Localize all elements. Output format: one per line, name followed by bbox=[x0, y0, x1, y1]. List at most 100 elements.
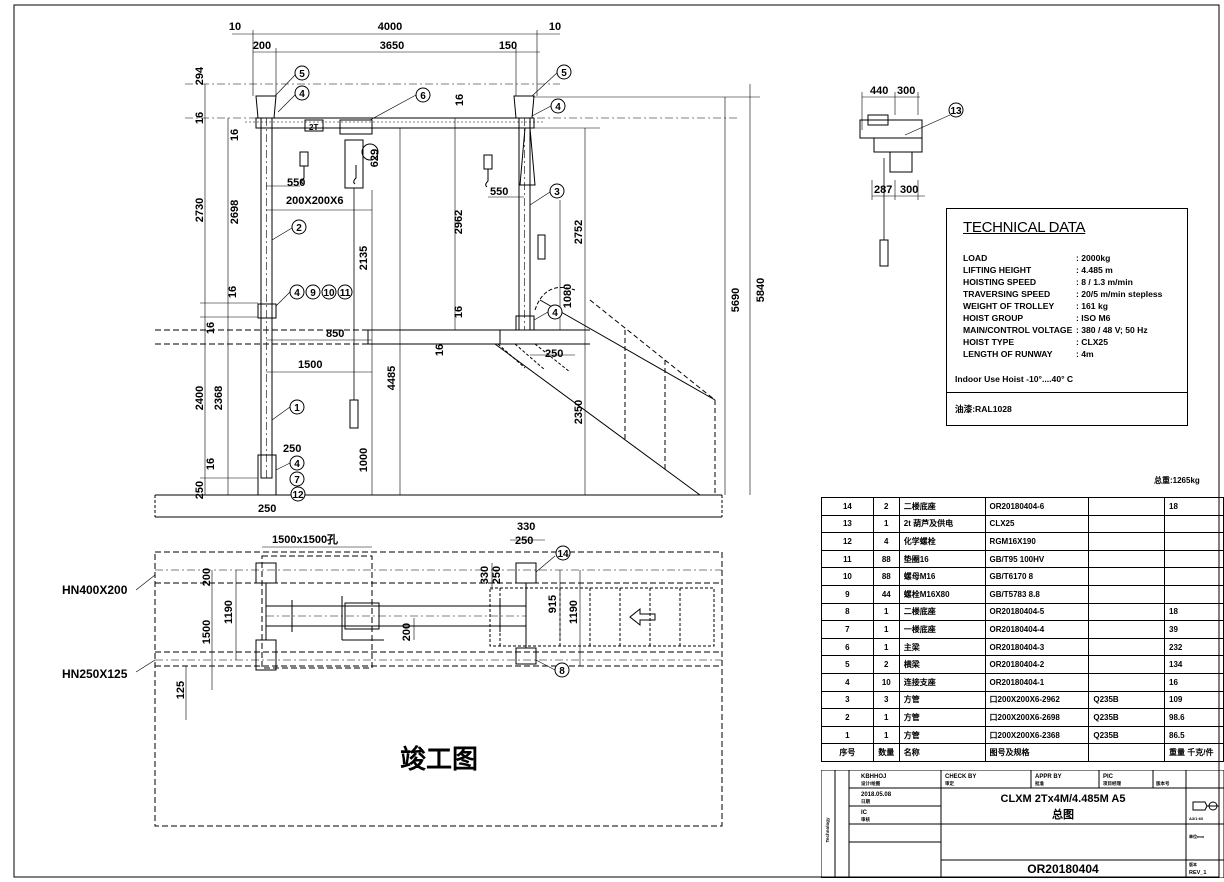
balloon-8: 8 bbox=[554, 662, 570, 678]
tech-label-hoist-type: HOIST TYPE bbox=[963, 337, 1015, 347]
parts-cell-code: OR20180404-6 bbox=[984, 497, 1090, 516]
parts-cell-name: 2t 葫芦及供电 bbox=[898, 514, 986, 534]
parts-cell-no: 8 bbox=[821, 602, 874, 622]
tb-ic: IC bbox=[861, 810, 868, 816]
dim-200: 200 bbox=[253, 40, 271, 52]
svg-text:4: 4 bbox=[299, 89, 305, 100]
parts-cell-qty: 1 bbox=[872, 602, 900, 622]
plan-dim-330-top: 330 bbox=[517, 521, 535, 533]
dim-300-bottom: 300 bbox=[900, 184, 918, 196]
parts-cell-qty: 1 bbox=[872, 708, 900, 727]
dim-2368: 2368 bbox=[213, 386, 225, 410]
parts-cell-code: GB/T95 100HV bbox=[984, 549, 1090, 569]
elevation-view bbox=[154, 30, 760, 518]
tech-label-hoisting-speed: HOISTING SPEED bbox=[963, 277, 1037, 287]
dim-2135: 2135 bbox=[358, 246, 370, 270]
svg-text:1: 1 bbox=[294, 403, 300, 414]
parts-cell-no: 12 bbox=[821, 532, 874, 551]
parts-cell-no: 10 bbox=[821, 567, 874, 586]
balloon-2: 2 bbox=[291, 219, 307, 235]
parts-cell-qty: 88 bbox=[872, 549, 900, 569]
parts-cell-code: OR20180404-3 bbox=[984, 637, 1090, 657]
parts-cell-mat bbox=[1088, 672, 1166, 692]
parts-cell-code: RGM16X190 bbox=[984, 532, 1090, 551]
svg-text:14: 14 bbox=[557, 549, 569, 560]
dim-1080: 1080 bbox=[562, 284, 574, 308]
dim-16-f: 16 bbox=[205, 458, 217, 470]
parts-cell-weight bbox=[1164, 514, 1224, 534]
tech-note: Indoor Use Hoist -10°....40° C bbox=[955, 374, 1074, 384]
parts-cell-weight: 86.5 bbox=[1164, 725, 1224, 745]
parts-cell-weight: 232 bbox=[1164, 637, 1224, 657]
dim-16-h: 16 bbox=[434, 344, 446, 356]
parts-cell-name: 垫圈16 bbox=[898, 549, 986, 569]
parts-cell-no: 14 bbox=[821, 497, 874, 516]
tech-value-hoist-type: : CLX25 bbox=[1076, 337, 1108, 347]
balloon-6: 6 bbox=[415, 87, 431, 103]
tech-value-lifting-height: : 4.485 m bbox=[1076, 265, 1113, 275]
dim-16-c: 16 bbox=[454, 94, 466, 106]
parts-cell-code: GB/T6170 8 bbox=[984, 567, 1090, 586]
plan-dim-250-side: 250 bbox=[491, 566, 503, 584]
dim-5840: 5840 bbox=[755, 278, 767, 302]
parts-cell-name: 方管 bbox=[898, 690, 986, 710]
technical-data-box: TECHNICAL DATA LOAD : 2000kg LIFTING HEI… bbox=[946, 208, 1188, 426]
parts-cell-qty: 1 bbox=[872, 514, 900, 534]
tb-date-sub: 日期 bbox=[861, 798, 870, 805]
parts-cell-qty: 1 bbox=[872, 620, 900, 639]
plan-dim-200-left: 200 bbox=[201, 568, 213, 586]
parts-cell-weight bbox=[1164, 567, 1224, 586]
tb-name: 总图 bbox=[1052, 807, 1074, 821]
balloon-3: 3 bbox=[549, 183, 565, 199]
tech-label-voltage: MAIN/CONTROL VOLTAGE bbox=[963, 325, 1073, 335]
tb-scale-sub: A3/1:60 bbox=[1189, 816, 1204, 821]
parts-cell-qty: 1 bbox=[872, 637, 900, 657]
parts-cell-weight bbox=[1164, 532, 1224, 551]
balloon-7: 7 bbox=[289, 471, 305, 487]
sheet-border bbox=[13, 4, 1220, 878]
parts-cell-mat bbox=[1088, 743, 1166, 762]
balloon-4-bottom: 4 bbox=[289, 455, 305, 471]
tb-drawn: KBHHOJ bbox=[861, 774, 886, 780]
plan-dim-1500: 1500 bbox=[201, 620, 213, 644]
dimension-labels: 4000 10 10 200 3650 150 294 16 16 2730 2… bbox=[62, 21, 918, 774]
dim-16-a: 16 bbox=[194, 112, 206, 124]
dim-550-left: 550 bbox=[287, 177, 305, 189]
parts-cell-mat: Q235B bbox=[1088, 708, 1166, 727]
dim-440: 440 bbox=[870, 85, 888, 97]
parts-cell-mat bbox=[1088, 637, 1166, 657]
parts-cell-name: 主梁 bbox=[898, 637, 986, 657]
plan-dim-1190-left: 1190 bbox=[223, 600, 235, 624]
tech-label-runway-length: LENGTH OF RUNWAY bbox=[963, 349, 1053, 359]
balloon-5-right: 5 bbox=[556, 64, 572, 80]
technical-data-title: TECHNICAL DATA bbox=[963, 219, 1086, 236]
parts-cell-name: 螺栓M16X80 bbox=[898, 584, 986, 604]
tb-pic-sub: 项目经理 bbox=[1103, 780, 1121, 787]
parts-cell-no: 序号 bbox=[821, 743, 874, 762]
dim-250-stair: 250 bbox=[545, 348, 563, 360]
tb-model: CLXM 2Tx4M/4.485M A5 bbox=[1001, 793, 1126, 805]
svg-text:11: 11 bbox=[340, 288, 351, 299]
parts-cell-name: 一楼底座 bbox=[898, 620, 986, 639]
parts-cell-code: OR20180404-5 bbox=[984, 602, 1090, 622]
dim-1500: 1500 bbox=[298, 359, 322, 371]
svg-text:4: 4 bbox=[294, 459, 300, 470]
parts-cell-no: 7 bbox=[821, 620, 874, 639]
parts-cell-qty: 3 bbox=[872, 690, 900, 710]
parts-cell-mat bbox=[1088, 655, 1166, 674]
parts-cell-weight: 18 bbox=[1164, 497, 1224, 516]
tech-label-hoist-group: HOIST GROUP bbox=[963, 313, 1024, 323]
dim-294: 294 bbox=[194, 66, 206, 85]
tech-label-load: LOAD bbox=[963, 253, 988, 263]
balloon-11: 11 bbox=[337, 284, 353, 300]
